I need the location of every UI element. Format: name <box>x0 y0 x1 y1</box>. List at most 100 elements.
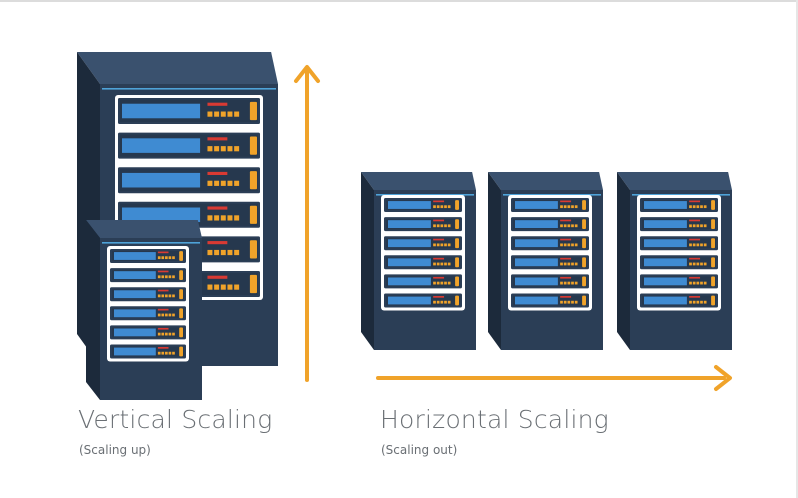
led-orange <box>436 300 440 304</box>
led-orange <box>703 281 707 285</box>
led-orange <box>440 224 444 228</box>
led-orange <box>220 111 226 117</box>
led-orange <box>560 243 563 247</box>
server-side <box>361 172 374 350</box>
led-orange <box>696 224 700 228</box>
server-drive-bay <box>640 217 718 232</box>
drive-handle <box>711 257 715 268</box>
led-orange <box>214 146 220 152</box>
server-top <box>361 172 476 190</box>
led-orange <box>440 243 444 247</box>
led-orange <box>563 205 567 209</box>
led-orange <box>234 146 240 152</box>
led-orange <box>563 243 567 247</box>
led-orange <box>207 284 213 290</box>
led-orange <box>700 224 703 228</box>
drive-display <box>388 296 431 305</box>
drive-display <box>515 239 558 248</box>
led-red <box>157 251 169 254</box>
led-orange <box>692 300 696 304</box>
led-orange <box>165 294 168 298</box>
server-drive-bay <box>511 217 589 232</box>
led-orange <box>574 281 578 285</box>
vertical-scaling-title: Vertical Scaling <box>78 405 273 434</box>
led-orange <box>703 205 707 209</box>
horizontal-server-3 <box>617 172 732 350</box>
led-orange <box>165 332 168 336</box>
horizontal-scaling-subtitle: (Scaling out) <box>381 443 458 457</box>
led-orange <box>433 243 436 247</box>
led-orange <box>444 281 447 285</box>
drive-handle <box>179 308 183 319</box>
server-drive-bay <box>511 255 589 270</box>
led-orange <box>227 284 233 290</box>
drive-display <box>122 207 201 223</box>
led-orange <box>447 281 451 285</box>
led-orange <box>157 332 161 336</box>
led-red <box>689 219 701 222</box>
horizontal-scaling-group <box>361 172 732 350</box>
server-drive-bay <box>640 236 718 251</box>
led-red <box>157 327 169 330</box>
led-orange <box>157 351 161 355</box>
server-drive-bay <box>110 306 186 321</box>
led-red <box>560 296 572 298</box>
led-orange <box>571 205 574 209</box>
server-drive-bay <box>640 293 718 308</box>
led-orange <box>689 205 692 209</box>
led-orange <box>220 215 226 221</box>
led-orange <box>214 215 220 221</box>
drive-handle <box>582 238 586 249</box>
led-orange <box>207 111 213 117</box>
drive-handle <box>455 295 459 306</box>
drive-handle <box>582 276 586 287</box>
led-orange <box>234 284 240 290</box>
led-orange <box>227 111 233 117</box>
led-orange <box>574 300 578 304</box>
vertical-scaling-subtitle: (Scaling up) <box>79 443 151 457</box>
led-orange <box>447 243 451 247</box>
server-drive-bay <box>511 236 589 251</box>
led-orange <box>161 313 165 317</box>
led-orange <box>563 224 567 228</box>
server-accent-line <box>632 194 730 196</box>
horizontal-scaling-title: Horizontal Scaling <box>380 405 609 434</box>
server-drive-bay <box>384 255 462 270</box>
led-orange <box>703 243 707 247</box>
led-orange <box>168 256 172 260</box>
led-orange <box>560 224 563 228</box>
drive-handle <box>179 327 183 338</box>
drive-handle <box>179 270 183 280</box>
led-orange <box>692 224 696 228</box>
led-orange <box>161 256 165 260</box>
drive-display <box>114 309 156 318</box>
small-server <box>86 220 202 400</box>
led-red <box>157 347 169 349</box>
led-orange <box>214 284 220 290</box>
led-orange <box>220 180 226 186</box>
led-orange <box>433 262 436 266</box>
drive-handle <box>455 238 459 249</box>
led-orange <box>567 224 571 228</box>
server-drive-bay <box>384 198 462 212</box>
led-orange <box>563 300 567 304</box>
server-drive-bay <box>384 236 462 251</box>
led-orange <box>703 262 707 266</box>
drive-display <box>122 138 201 153</box>
led-orange <box>214 180 220 186</box>
led-orange <box>207 215 213 221</box>
server-drive-bay <box>110 287 186 302</box>
led-orange <box>567 262 571 266</box>
server-side <box>617 172 630 350</box>
led-orange <box>447 205 451 209</box>
led-orange <box>567 205 571 209</box>
drive-handle <box>582 257 586 268</box>
led-red <box>207 137 228 141</box>
led-orange <box>560 205 563 209</box>
drive-display <box>388 277 431 286</box>
server-drive-bay <box>640 198 718 212</box>
server-drive-bay <box>384 293 462 308</box>
led-orange <box>220 249 226 256</box>
led-orange <box>433 205 436 209</box>
server-accent-line <box>376 194 474 196</box>
